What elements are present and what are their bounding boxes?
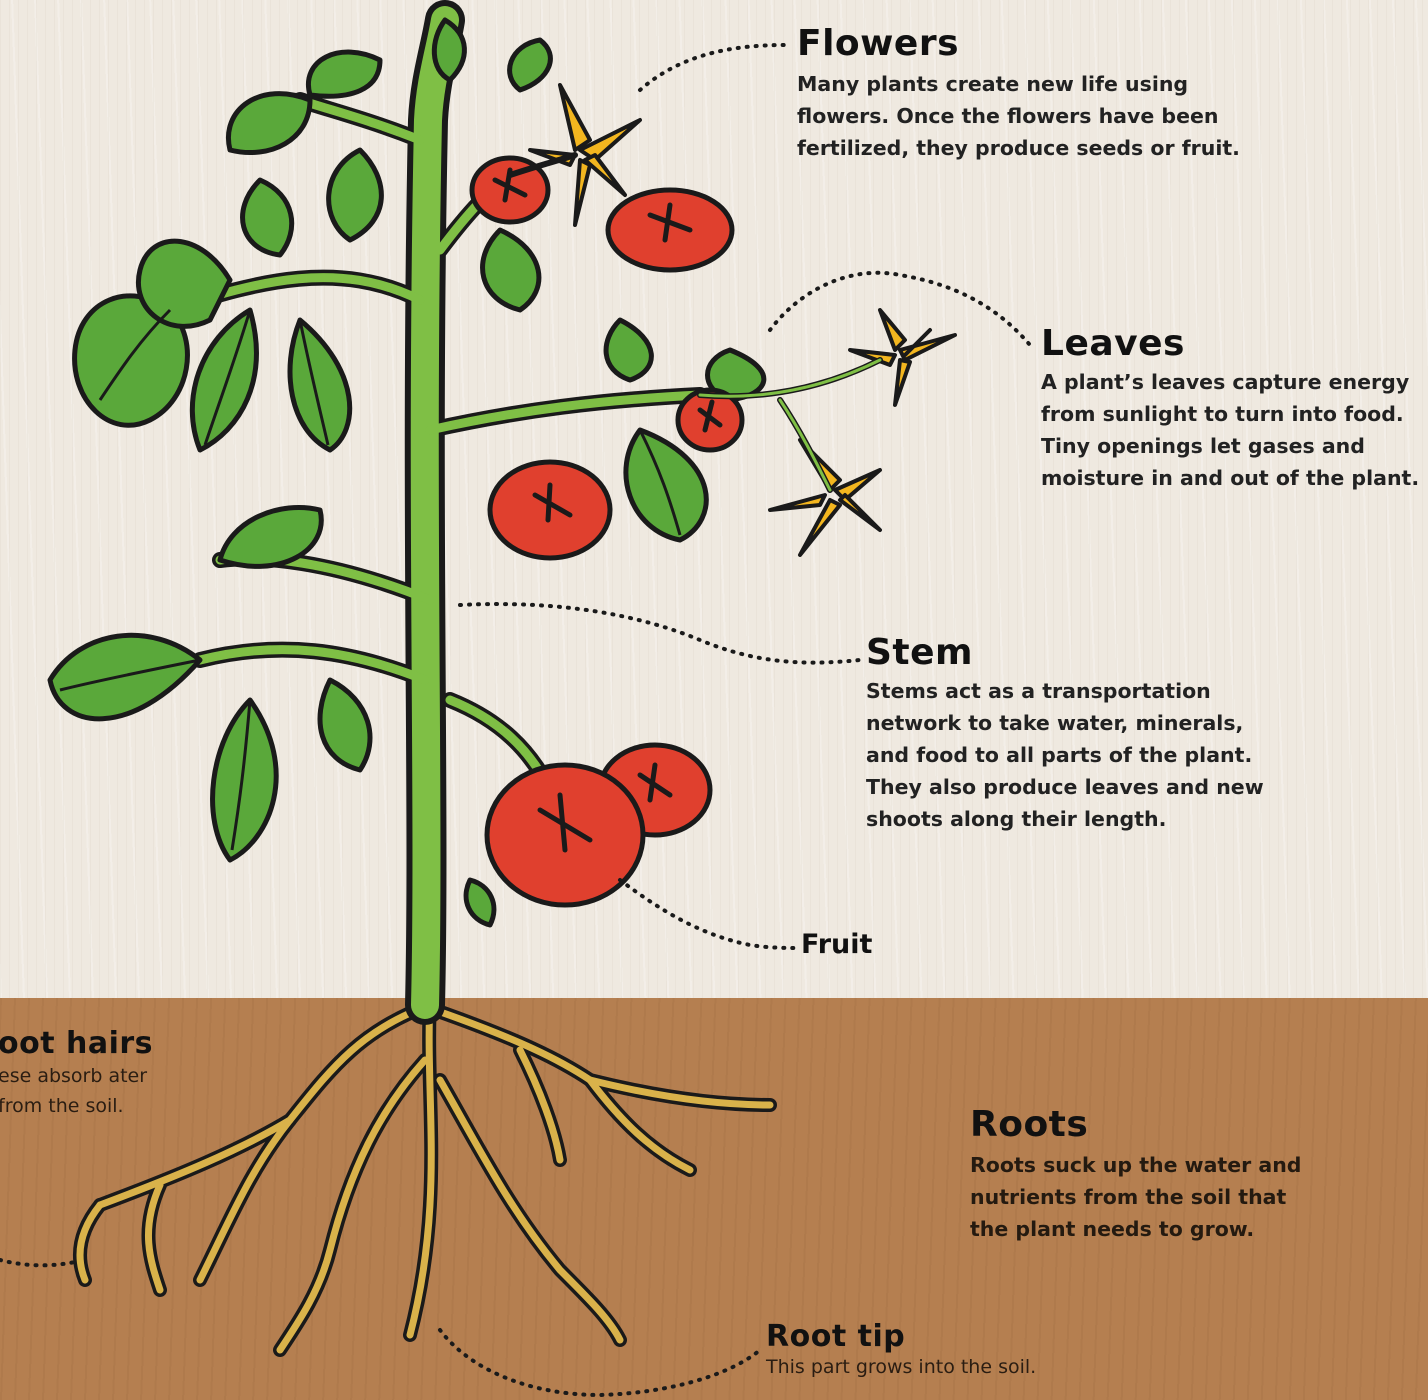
flower: [850, 310, 955, 405]
leaves-description: A plant’s leaves capture energy from sun…: [1041, 366, 1423, 494]
flower: [770, 440, 880, 555]
roots-label: Roots Roots suck up the water and nutrie…: [970, 1105, 1310, 1245]
root-hairs-description: ese absorb ater from the soil.: [0, 1061, 173, 1121]
root-tip-label: Root tip This part grows into the soil.: [766, 1320, 1086, 1380]
leaves-label: Leaves A plant’s leaves capture energy f…: [1041, 324, 1423, 494]
root-hairs-title: oot hairs: [0, 1027, 188, 1061]
root-tip-title: Root tip: [766, 1320, 1086, 1354]
flowers-leader: [640, 45, 785, 90]
root-tip-leader: [440, 1330, 760, 1395]
stem-leader: [460, 604, 860, 663]
fruit-label: Fruit: [801, 928, 872, 962]
stem-label: Stem Stems act as a transportation netwo…: [866, 633, 1286, 835]
stem-title: Stem: [866, 633, 1286, 673]
roots-title: Roots: [970, 1105, 1310, 1145]
flowers-label: Flowers Many plants create new life usin…: [797, 24, 1267, 164]
roots-description: Roots suck up the water and nutrients fr…: [970, 1149, 1310, 1245]
flowers-title: Flowers: [797, 24, 1267, 64]
root-hairs-leader: [0, 1260, 75, 1265]
fruit-leader: [620, 880, 800, 948]
flowers-description: Many plants create new life using flower…: [797, 68, 1267, 164]
root-hairs-label: oot hairs ese absorb ater from the soil.: [0, 1027, 188, 1121]
leaves-title: Leaves: [1041, 324, 1423, 364]
fruit-title: Fruit: [801, 928, 872, 962]
stem-description: Stems act as a transportation network to…: [866, 675, 1286, 835]
root-tip-description: This part grows into the soil.: [766, 1354, 1086, 1380]
